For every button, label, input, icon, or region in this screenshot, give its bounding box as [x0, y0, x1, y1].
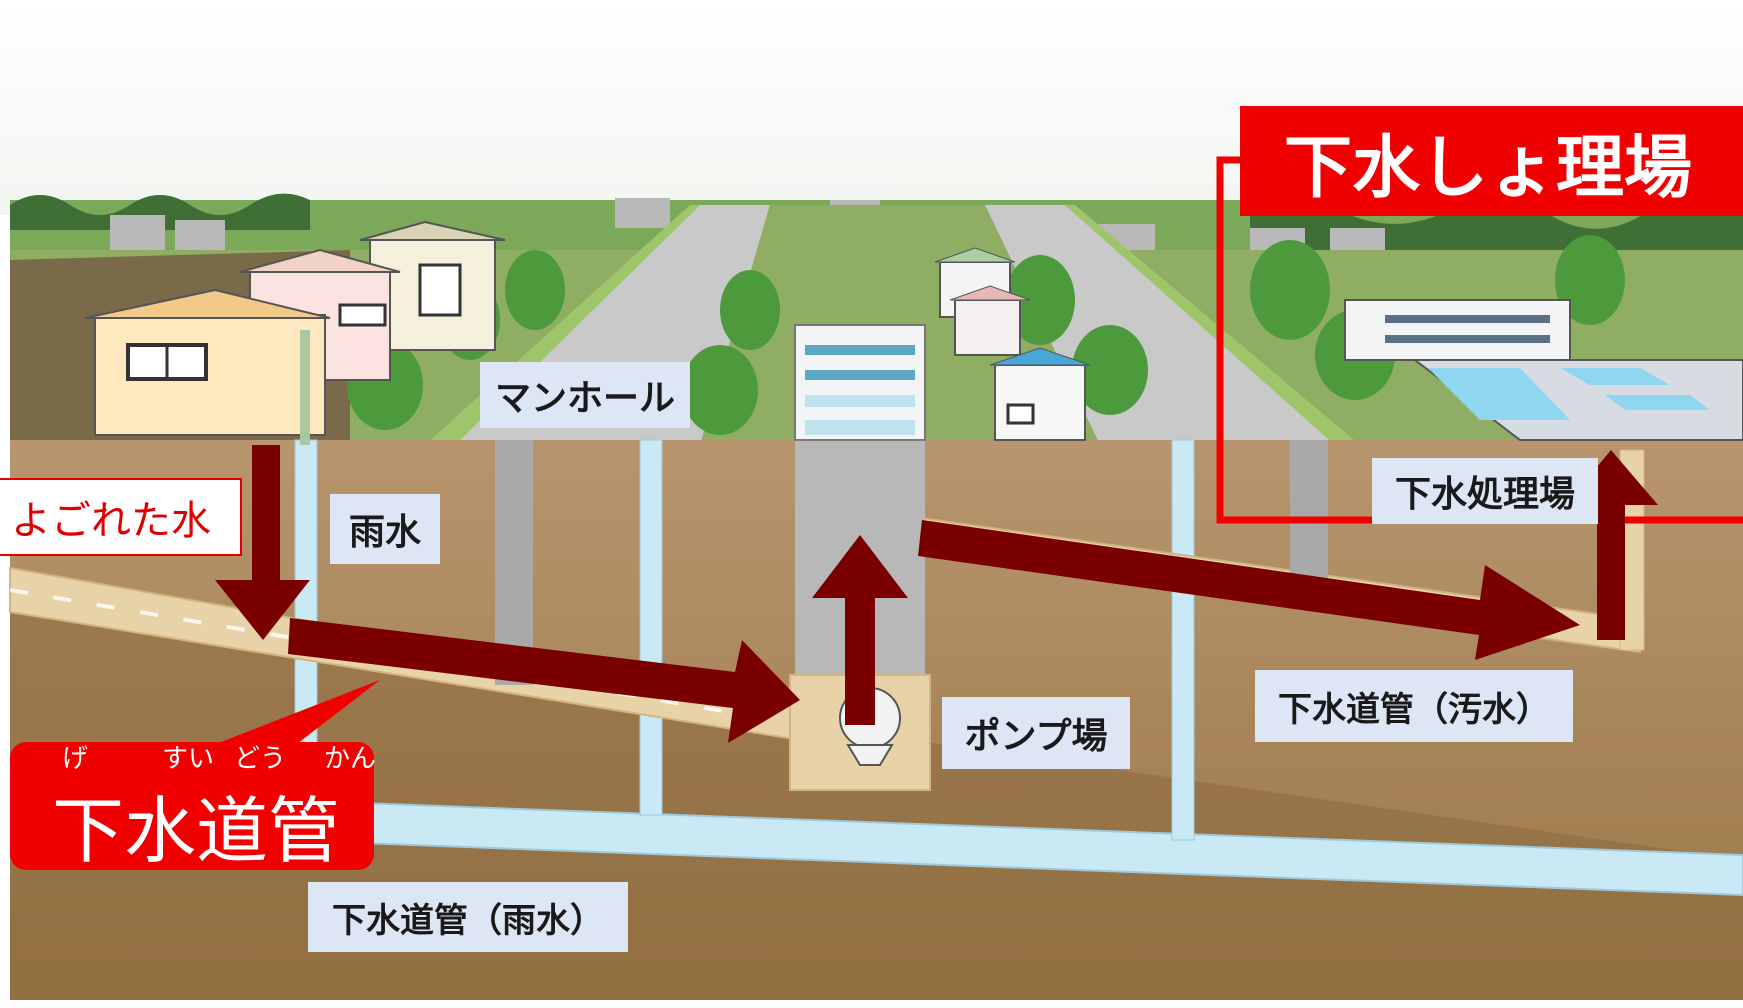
houses-middle [934, 247, 1091, 441]
arrow-to-plant [918, 520, 1580, 660]
arrow-up-plant [1565, 450, 1658, 640]
arrow-to-pump [288, 618, 800, 743]
ruby-sui: すい [162, 744, 215, 774]
callout-treatment-plant: 下水しょ理場 [1240, 106, 1743, 216]
ruby-kan: かん [324, 744, 377, 774]
callout-dirty-water: よごれた水 [0, 478, 242, 556]
callout-sewer-pipe: 下水道管 [52, 789, 341, 873]
arrow-up-pump [812, 535, 908, 725]
label-treatment-plant: 下水処理場 [1372, 458, 1598, 524]
label-rain-pipe: 下水道管（雨水） [308, 882, 628, 952]
label-manhole: マンホール [480, 362, 690, 428]
callout-pipe-ruby: げ すい どう かん [62, 738, 392, 774]
house-left-front [84, 288, 331, 445]
label-rainwater: 雨水 [330, 494, 440, 564]
ruby-dou: どう [234, 744, 287, 774]
label-sewage-pipe: 下水道管（汚水） [1255, 670, 1573, 742]
treatment-plant-buildings [1344, 299, 1743, 441]
arrow-down-house [215, 445, 310, 640]
ruby-ge: げ [62, 744, 89, 774]
flow-arrows [215, 445, 1658, 743]
label-pump-station: ポンプ場 [942, 697, 1130, 769]
callout-pipe-box [10, 742, 374, 870]
